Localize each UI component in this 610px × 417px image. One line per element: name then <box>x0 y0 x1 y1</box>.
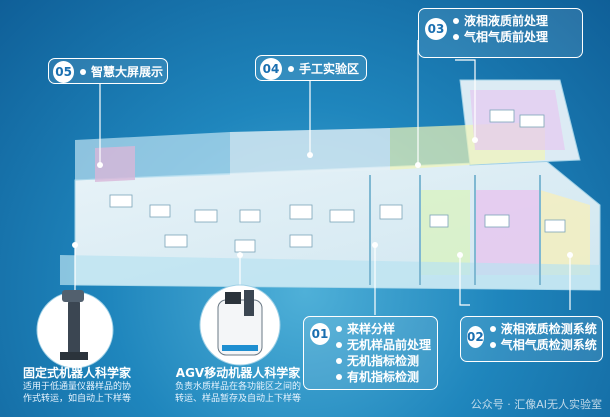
fixed-robot-illustration <box>36 290 114 369</box>
watermark: 公众号 · 汇像AI无人实验室 <box>470 398 602 411</box>
zone-01-callout: 01 来样分样 无机样品前处理 无机指标检测 有机指标检测 <box>303 316 438 390</box>
agv-robot-illustration <box>199 284 281 366</box>
zone-01-item-2: 无机样品前处理 <box>346 338 431 352</box>
fixed-robot-caption: 固定式机器人科学家 适用于低通量仪器样品的协 作式转运，如自动上下样等 <box>2 364 152 405</box>
fixed-robot-desc-2: 作式转运，如自动上下样等 <box>22 394 131 404</box>
agv-robot-caption: AGV移动机器人科学家 负责水质样品在各功能区之间的 转运、样品暂存及自动上下样… <box>158 364 318 405</box>
zone-02-item-1: 液相液质检测系统 <box>500 322 597 336</box>
zone-05-item-1: 智慧大屏展示 <box>90 65 163 79</box>
agv-robot-desc-1: 负责水质样品在各功能区之间的 <box>174 382 301 392</box>
bullet-icon <box>489 326 496 332</box>
bullet-icon <box>80 69 86 75</box>
zone-03-callout: 03 液相液质前处理 气相气质前处理 <box>418 8 583 58</box>
zone-03-number: 03 <box>425 18 447 40</box>
bullet-icon <box>335 374 342 380</box>
zone-01-item-1: 来样分样 <box>346 322 395 336</box>
zone-03-item-2: 气相气质前处理 <box>464 30 549 44</box>
fixed-robot-desc-1: 适用于低通量仪器样品的协 <box>22 382 131 392</box>
zone-02-number: 02 <box>467 326 484 348</box>
zone-05-callout: 05 智慧大屏展示 <box>48 58 168 84</box>
zone-04-item-1: 手工实验区 <box>299 62 360 76</box>
bullet-icon <box>453 34 459 40</box>
zone-02-callout: 02 液相液质检测系统 气相气质检测系统 <box>460 316 603 362</box>
bullet-icon <box>489 342 496 348</box>
bullet-icon <box>453 18 459 24</box>
bullet-icon <box>335 358 342 364</box>
zone-04-number: 04 <box>260 58 282 80</box>
bullet-icon <box>335 342 342 348</box>
zone-02-item-2: 气相气质检测系统 <box>500 338 597 352</box>
zone-05-number: 05 <box>53 61 75 83</box>
zone-01-item-4: 有机指标检测 <box>346 370 419 384</box>
fixed-robot-title: 固定式机器人科学家 <box>22 366 131 380</box>
bullet-icon <box>335 326 342 332</box>
zone-01-number: 01 <box>310 323 330 345</box>
zone-03-item-1: 液相液质前处理 <box>464 14 549 28</box>
zone-01-item-3: 无机指标检测 <box>346 354 419 368</box>
agv-robot-desc-2: 转运、样品暂存及自动上下样等 <box>174 394 301 404</box>
agv-robot-title: AGV移动机器人科学家 <box>175 366 301 380</box>
zone-04-callout: 04 手工实验区 <box>255 55 367 81</box>
bullet-icon <box>288 66 294 72</box>
